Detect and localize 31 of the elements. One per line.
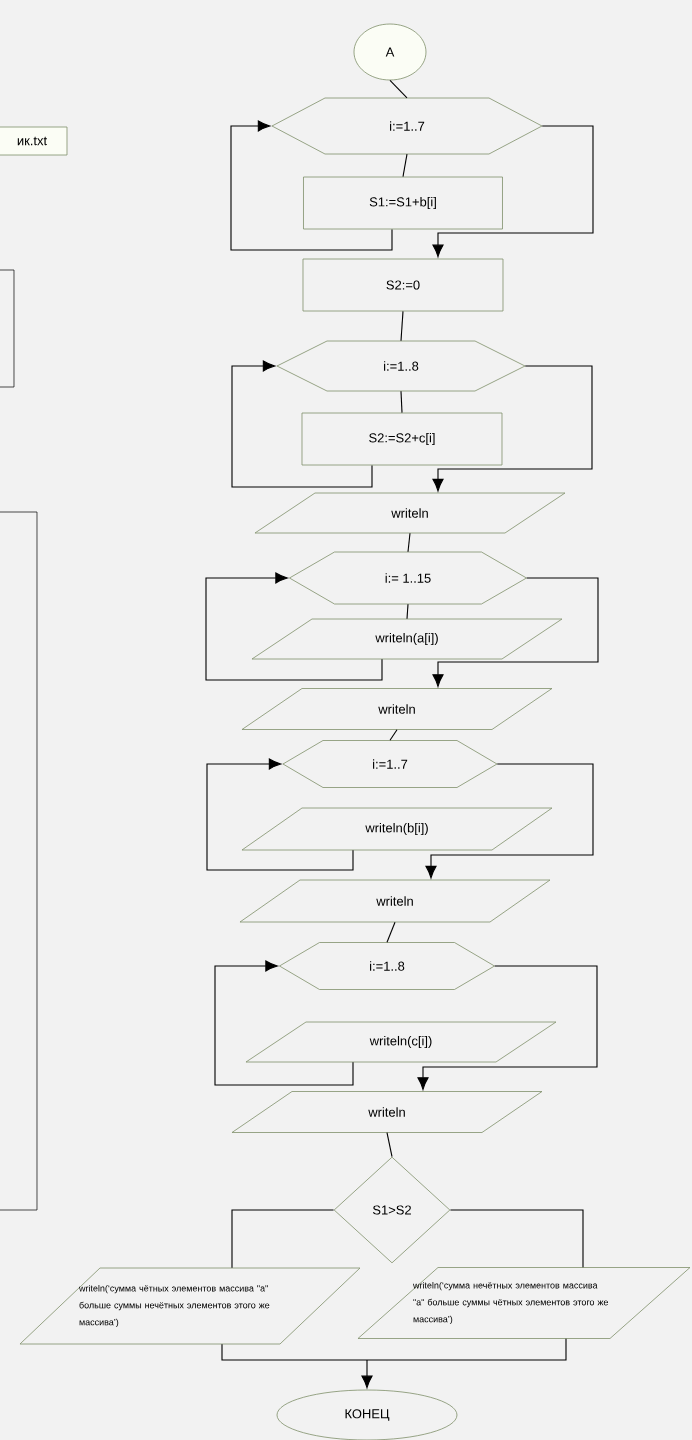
process-box: S2:=S2+c[i] bbox=[301, 412, 503, 466]
loop-hexagon: i:=1..8 bbox=[279, 942, 495, 990]
loop-hexagon: i:=1..7 bbox=[282, 740, 498, 788]
arrow bbox=[230, 120, 393, 251]
output-parallelogram: writeln bbox=[254, 492, 566, 534]
arrow bbox=[417, 965, 598, 1090]
output-parallelogram: writeln bbox=[231, 1091, 543, 1133]
arrow bbox=[432, 577, 599, 687]
output-parallelogram: writeln(‘сумма нечётных элементов массива "а" больше суммы чётных элементов этого же массива’) bbox=[357, 1267, 691, 1339]
output-parallelogram: writeln(c[i]) bbox=[245, 1021, 557, 1063]
output-parallelogram: writeln bbox=[239, 879, 551, 923]
arrow bbox=[206, 758, 354, 871]
output-parallelogram: writeln bbox=[241, 688, 553, 730]
arrow bbox=[432, 125, 594, 258]
output-parallelogram: writeln(b[i]) bbox=[241, 807, 553, 851]
loop-hexagon: i:=1..7 bbox=[271, 97, 543, 155]
file-box: ик.txt bbox=[0, 126, 68, 156]
arrow bbox=[231, 360, 373, 488]
output-parallelogram: writeln(‘сумма чётных элементов массива "а" больше суммы нечётных элементов этого же массива’) bbox=[19, 1267, 361, 1345]
loop-hexagon: i:= 1..15 bbox=[289, 551, 527, 605]
process-box: S2:=0 bbox=[302, 258, 504, 312]
output-parallelogram: writeln(a[i]) bbox=[251, 618, 563, 660]
arrow bbox=[425, 763, 594, 879]
loop-hexagon: i:=1..8 bbox=[276, 340, 526, 392]
arrow bbox=[432, 365, 593, 492]
connector-line bbox=[221, 1343, 368, 1361]
arrow bbox=[361, 1359, 373, 1389]
arrow bbox=[214, 960, 354, 1086]
connector-line bbox=[366, 1338, 567, 1361]
process-box: S1:=S1+b[i] bbox=[303, 176, 503, 230]
arrow bbox=[205, 572, 383, 681]
